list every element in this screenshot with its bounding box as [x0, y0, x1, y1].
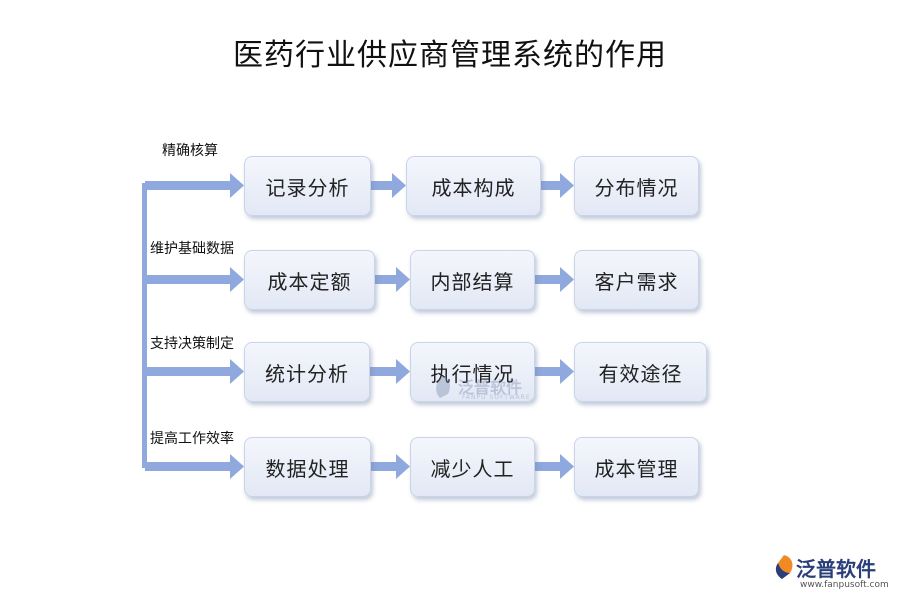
row-2-arrows [145, 267, 574, 292]
arrow-head [230, 173, 244, 198]
node-box: 数据处理 [244, 437, 371, 497]
arrow-shaft [534, 275, 560, 284]
logo-url: www.fanpusoft.com [800, 580, 889, 590]
arrow-head [396, 267, 410, 292]
arrow-shaft [540, 181, 560, 190]
node-box: 减少人工 [410, 437, 535, 497]
fanpu-logo-icon [775, 555, 793, 579]
node-box: 记录分析 [244, 156, 371, 216]
arrow-head [230, 454, 244, 479]
node-box: 执行情况 [410, 342, 535, 402]
node-box: 统计分析 [244, 342, 370, 402]
arrow-head [560, 359, 574, 384]
arrow-head [230, 267, 244, 292]
node-box: 分布情况 [574, 156, 699, 216]
brand-logo: 泛普软件 www.fanpusoft.com [770, 553, 890, 593]
arrow-shaft [145, 181, 230, 190]
arrow-shaft [145, 275, 230, 284]
arrow-head [230, 359, 244, 384]
node-box: 成本定额 [244, 250, 375, 310]
node-box: 有效途径 [574, 342, 707, 402]
arrow-head [396, 454, 410, 479]
row-label-3: 支持决策制定 [150, 336, 234, 352]
diagram-title: 医药行业供应商管理系统的作用 [233, 38, 667, 73]
row-label-4: 提高工作效率 [150, 431, 234, 447]
row-label-1: 精确核算 [162, 143, 218, 159]
arrow-shaft [534, 367, 560, 376]
arrow-shaft [369, 367, 396, 376]
arrow-shaft [374, 275, 396, 284]
row-label-2: 维护基础数据 [150, 241, 234, 257]
arrow-head [560, 267, 574, 292]
node-box: 成本构成 [406, 156, 541, 216]
row-1-arrows [145, 173, 574, 198]
trunk-line [142, 183, 147, 468]
arrow-shaft [145, 367, 230, 376]
node-box: 客户需求 [574, 250, 699, 310]
arrow-head [560, 454, 574, 479]
arrow-head [392, 173, 406, 198]
arrow-shaft [370, 462, 396, 471]
row-4-arrows [145, 454, 574, 479]
arrow-shaft [370, 181, 392, 190]
arrow-shaft [534, 462, 560, 471]
node-box: 内部结算 [410, 250, 535, 310]
logo-name: 泛普软件 [796, 557, 876, 581]
arrow-head [560, 173, 574, 198]
arrow-shaft [145, 462, 230, 471]
node-box: 成本管理 [574, 437, 699, 497]
arrow-head [396, 359, 410, 384]
row-3-arrows [145, 359, 574, 384]
